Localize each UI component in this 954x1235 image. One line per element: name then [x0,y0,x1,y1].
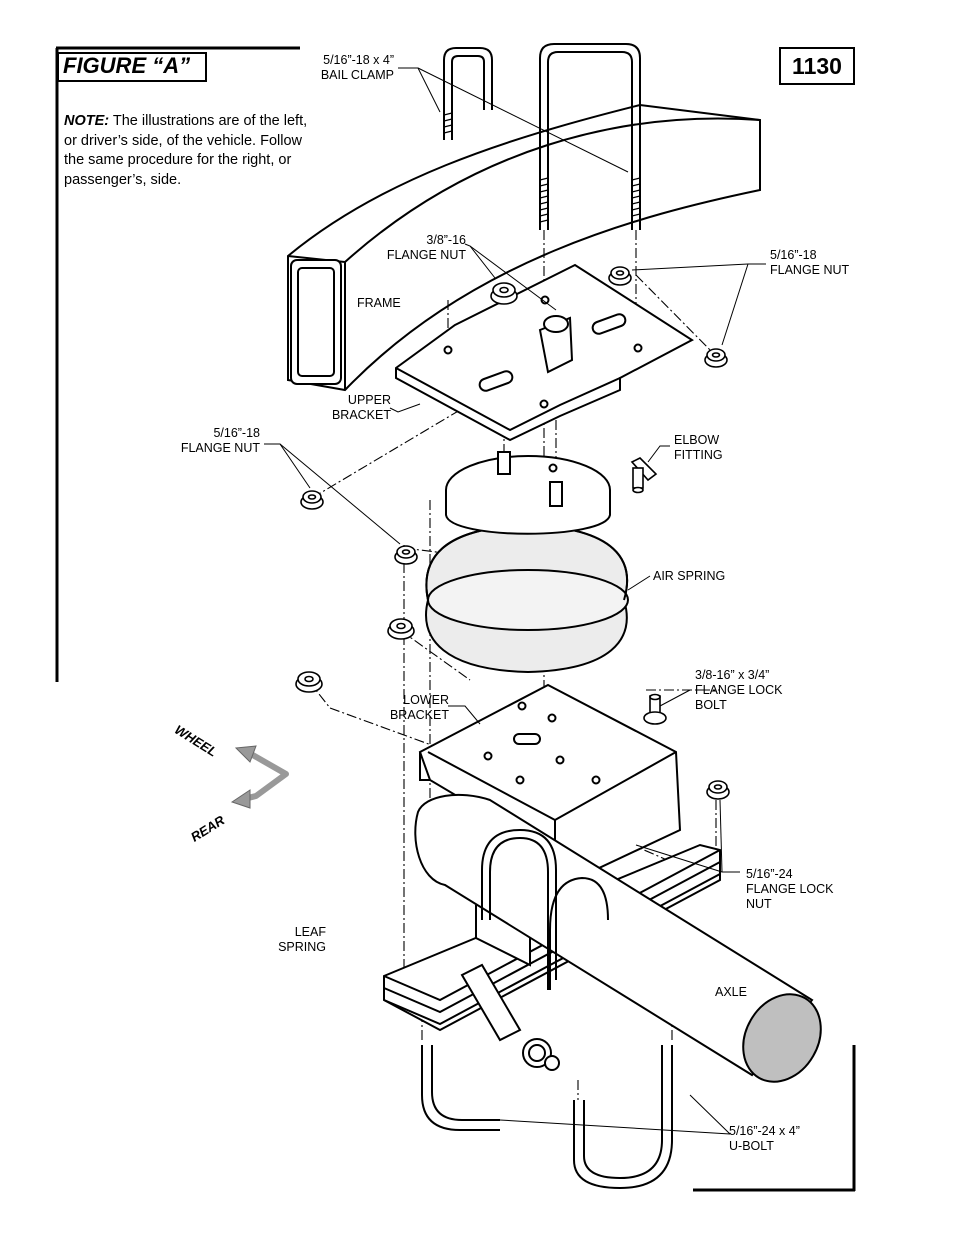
bail-clamp-size: 5/16”-18 x 4” [323,53,394,67]
nut-left-1 [300,490,324,510]
air-spring-label: AIR SPRING [653,569,726,583]
elbow-fitting [630,457,658,494]
flange-lock-nut-name: FLANGE LOCK [746,882,834,896]
figure-title-box [57,52,207,82]
leader-lines [264,67,766,1135]
nut-upper-right [608,266,632,286]
axle-label: AXLE [715,985,747,999]
flange-lock-nut-size: 5/16”-24 [746,867,793,881]
figure-title: FIGURE “A” [63,53,191,78]
flange-lock-nut-name2: NUT [746,897,772,911]
bail-clamps [443,43,641,230]
flange-lock-bolt [643,693,667,725]
note-text: NOTE: The illustrations are of the left,… [64,112,324,190]
upper-bracket-line1: UPPER [347,393,391,407]
elbow-fitting-line2: FITTING [674,448,723,462]
flange-nut-38-name: FLANGE NUT [386,248,466,262]
bail-clamp-label: 5/16”-18 x 4”BAIL CLAMP [300,53,394,83]
lower-u-bolts [421,1045,673,1190]
u-bolt-label: 5/16”-24 x 4”U-BOLT [729,1124,800,1154]
axle [414,793,822,1083]
axle-u-bolt [481,828,609,990]
u-bolt-name: U-BOLT [729,1139,774,1153]
note-body: The illustrations are of the left, or dr… [64,113,308,188]
leaf-spring-line1: LEAF [294,925,326,939]
frame-label: FRAME [357,296,401,310]
lower-bracket-line1: LOWER [403,693,449,707]
upper-bracket [395,263,694,442]
elbow-fitting-line1: ELBOW [674,433,720,447]
flange-nut-516-top-size: 5/16”-18 [770,248,817,262]
shackle [460,963,560,1071]
lower-bracket-line2: BRACKET [389,708,449,722]
flange-nut-38-size: 3/8”-16 [426,233,466,247]
nut-left-2 [394,545,418,565]
frame-rail [287,103,761,392]
note-label: NOTE: [64,113,110,129]
flange-lock-bolt-name: FLANGE LOCK [695,683,783,697]
direction-arrow-icon [230,745,289,809]
flange-nut-516-left-name: FLANGE NUT [180,441,260,455]
air-spring [425,451,629,674]
u-bolt-size: 5/16”-24 x 4” [729,1124,800,1138]
bail-clamp-name: BAIL CLAMP [320,68,394,82]
nut-right [704,348,728,368]
flange-lock-bolt-name2: BOLT [695,698,727,712]
nut-left-4 [295,671,323,693]
flange-lock-bolt-size: 3/8-16” x 3/4” [695,668,770,682]
leaf-spring-line2: SPRING [278,940,326,954]
nut-upper-left [490,282,518,305]
upper-bracket-line2: BRACKET [331,408,391,422]
nut-left-3 [387,618,415,640]
flange-nut-516-left-size: 5/16”-18 [213,426,260,440]
nut-right-lower [706,780,730,800]
page-number: 1130 [779,47,855,85]
flange-nut-516-top-name: FLANGE NUT [770,263,850,277]
